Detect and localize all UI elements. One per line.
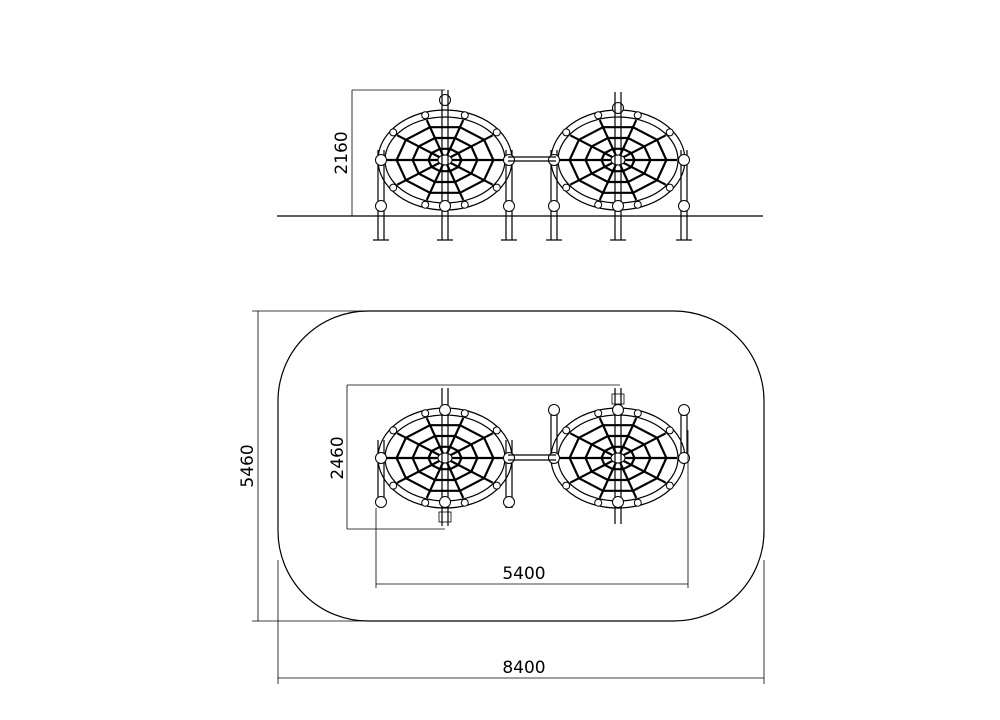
safety-area-outline (277, 310, 765, 622)
post-joint (439, 94, 451, 106)
post-joint (503, 154, 515, 166)
ring-clamp (421, 498, 430, 507)
ring-clamp (562, 183, 571, 192)
ring-clamp (389, 183, 398, 192)
ring-clamp (594, 200, 603, 209)
ring-clamp (492, 183, 501, 192)
ring-clamp (492, 426, 501, 435)
post-joint (503, 452, 515, 464)
ring-clamp (665, 481, 674, 490)
ring-clamp (594, 498, 603, 507)
mount-bracket (611, 393, 625, 405)
ring-clamp (389, 426, 398, 435)
ring-clamp (665, 183, 674, 192)
ring-clamp (460, 200, 469, 209)
ring-clamp (460, 409, 469, 418)
post-joint (612, 404, 624, 416)
side-web-left (377, 109, 513, 211)
web-net-ring (568, 126, 668, 194)
plan-web-right (550, 407, 686, 509)
side-posts (373, 90, 692, 241)
post-joint (375, 154, 387, 166)
ring-clamp (492, 481, 501, 490)
post-joint (548, 404, 560, 416)
ring-clamp (492, 128, 501, 137)
post-joint (375, 496, 387, 508)
web-net-ring (411, 434, 479, 482)
web-net-ring (600, 147, 636, 173)
ring-clamp (562, 128, 571, 137)
ring-clamp (633, 111, 642, 120)
ring-clamp (421, 111, 430, 120)
post-joint (678, 154, 690, 166)
area-depth-dimension-label: 5460 (238, 444, 258, 487)
width-dimension-label: 5400 (502, 564, 545, 584)
post-joint (503, 496, 515, 508)
area-width-dimension-label: 8400 (502, 658, 545, 678)
ring-clamp (389, 481, 398, 490)
height-dimension-label: 2160 (332, 131, 352, 174)
web-hub (610, 154, 626, 166)
web-net-ring (395, 424, 495, 492)
post-joint (548, 200, 560, 212)
ring-clamp (665, 128, 674, 137)
web-net-ring (600, 445, 636, 471)
post-joint (612, 496, 624, 508)
ring-clamp (633, 498, 642, 507)
web-net-ring (568, 424, 668, 492)
post-joint (375, 452, 387, 464)
ring-clamp (633, 200, 642, 209)
post-joint (503, 200, 515, 212)
post-joint (375, 200, 387, 212)
web-hub (437, 452, 453, 464)
ring-clamp (562, 426, 571, 435)
post-joint (612, 200, 624, 212)
depth-dimension-label: 2460 (328, 436, 348, 479)
web-net-ring (395, 126, 495, 194)
plan-posts (375, 388, 690, 526)
web-hub (437, 154, 453, 166)
plan-web-left (377, 407, 513, 509)
web-hub (610, 452, 626, 464)
post-joint (678, 404, 690, 416)
post-joint (439, 404, 451, 416)
web-net-ring (427, 445, 463, 471)
ring-clamp (665, 426, 674, 435)
post-joint (439, 496, 451, 508)
ring-clamp (594, 111, 603, 120)
side-elevation-view: 2160 (277, 89, 763, 241)
mount-bracket (438, 511, 452, 523)
ring-clamp (389, 128, 398, 137)
ring-clamp (421, 409, 430, 418)
ring-clamp (594, 409, 603, 418)
web-net-ring (584, 136, 652, 184)
web-net-ring (411, 136, 479, 184)
post-joint (612, 102, 624, 114)
side-web-right (550, 109, 686, 211)
ring-clamp (421, 200, 430, 209)
post-joint (678, 452, 690, 464)
post-joint (548, 452, 560, 464)
post-joint (678, 200, 690, 212)
ring-clamp (562, 481, 571, 490)
post-joint (439, 200, 451, 212)
ring-clamp (460, 498, 469, 507)
ring-clamp (633, 409, 642, 418)
ring-clamp (460, 111, 469, 120)
plan-view: 2460 5400 5460 8400 (238, 310, 765, 684)
web-net-ring (584, 434, 652, 482)
web-net-ring (427, 147, 463, 173)
post-joint (548, 154, 560, 166)
